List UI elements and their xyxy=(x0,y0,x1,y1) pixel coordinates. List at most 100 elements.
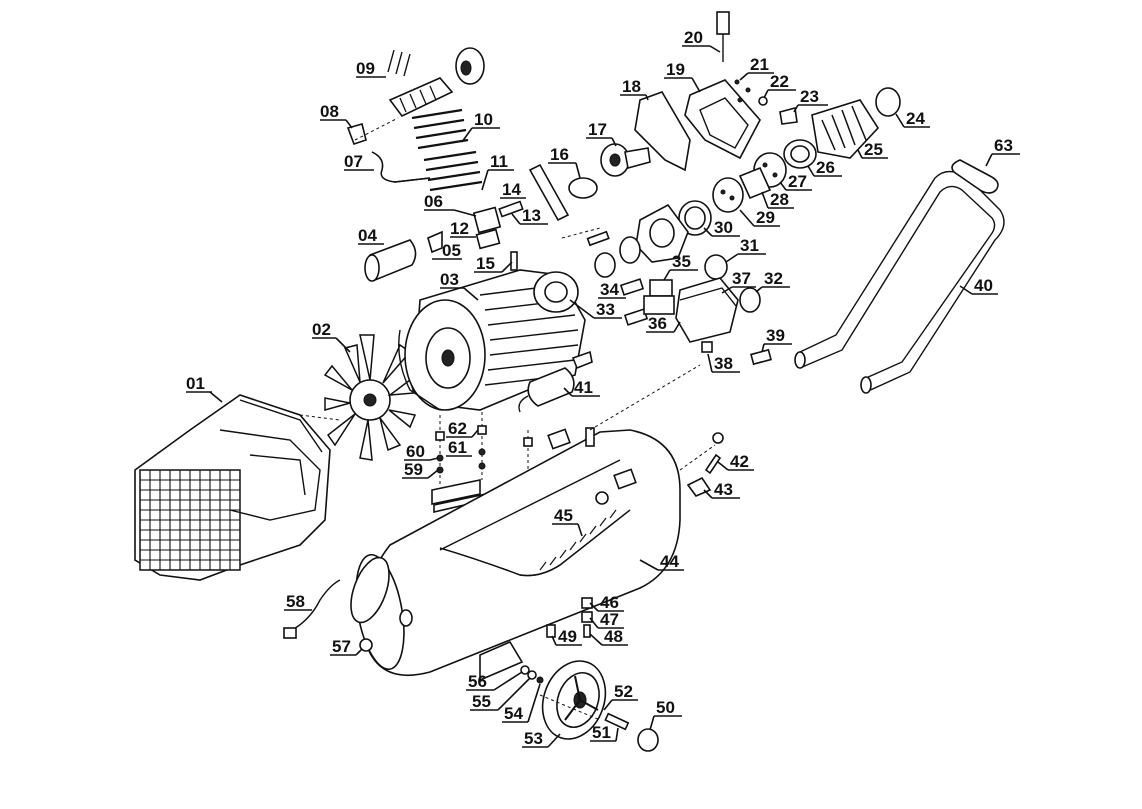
tank-part xyxy=(355,427,681,682)
label-29: 29 xyxy=(756,208,775,227)
label-05: 05 xyxy=(442,241,461,260)
safety-valve-part xyxy=(686,432,724,497)
hose-part xyxy=(439,509,631,577)
label-25: 25 xyxy=(864,140,883,159)
cylinder-gasket-part xyxy=(678,200,712,236)
cylinder-block-part xyxy=(533,203,689,313)
label-27: 27 xyxy=(788,172,807,191)
bracket-part xyxy=(427,230,443,254)
cylinder-head-part xyxy=(387,47,485,118)
label-44: 44 xyxy=(660,552,679,571)
handle-part xyxy=(794,170,1005,394)
label-63: 63 xyxy=(994,136,1013,155)
regulator-part xyxy=(643,279,675,315)
cylinder-part xyxy=(411,108,483,192)
wheel-washer-part xyxy=(520,665,544,684)
head-gasket-part xyxy=(783,139,817,169)
label-43: 43 xyxy=(714,480,733,499)
capacitor-part xyxy=(364,239,417,282)
pressure-switch-part xyxy=(675,277,739,343)
valve-plate-part xyxy=(712,152,787,213)
label-14: 14 xyxy=(502,180,521,199)
label-31: 31 xyxy=(740,236,759,255)
bolt-part xyxy=(716,11,730,62)
label-36: 36 xyxy=(648,314,667,333)
label-26: 26 xyxy=(816,158,835,177)
label-47: 47 xyxy=(600,610,619,629)
label-06: 06 xyxy=(424,192,443,211)
label-24: 24 xyxy=(906,109,925,128)
label-39: 39 xyxy=(766,326,785,345)
label-58: 58 xyxy=(286,592,305,611)
label-60: 60 xyxy=(406,442,425,461)
label-50: 50 xyxy=(656,698,675,717)
label-21: 21 xyxy=(750,55,769,74)
label-42: 42 xyxy=(730,452,749,471)
axle-part xyxy=(604,712,659,752)
screw-part xyxy=(510,251,518,271)
label-41: 41 xyxy=(574,378,593,397)
elbow-fitting-part xyxy=(346,123,367,146)
label-32: 32 xyxy=(764,269,783,288)
label-20: 20 xyxy=(684,28,703,47)
label-53: 53 xyxy=(524,729,543,748)
label-46: 46 xyxy=(600,593,619,612)
handle-grip-part xyxy=(951,159,999,194)
label-52: 52 xyxy=(614,682,633,701)
label-12: 12 xyxy=(450,219,469,238)
rear-wheel-part xyxy=(350,556,390,624)
gasket-part xyxy=(634,91,691,172)
label-54: 54 xyxy=(504,704,523,723)
label-38: 38 xyxy=(714,354,733,373)
connecting-rod-part xyxy=(528,163,598,222)
label-22: 22 xyxy=(770,72,789,91)
connector-part xyxy=(701,341,772,366)
drain-valve-part xyxy=(546,597,593,638)
label-34: 34 xyxy=(600,280,619,299)
label-45: 45 xyxy=(554,506,573,525)
washer-part xyxy=(734,79,768,106)
filter-part xyxy=(704,254,761,313)
label-23: 23 xyxy=(800,87,819,106)
piston-part xyxy=(472,206,502,250)
piston-pin-part xyxy=(498,200,524,218)
part-labels: 01 02 03 04 05 06 07 08 09 10 11 12 xyxy=(186,28,1020,748)
label-51: 51 xyxy=(592,723,611,742)
label-48: 48 xyxy=(604,627,623,646)
label-07: 07 xyxy=(344,152,363,171)
label-13: 13 xyxy=(522,206,541,225)
label-62: 62 xyxy=(448,419,467,438)
label-57: 57 xyxy=(332,637,351,656)
label-16: 16 xyxy=(550,145,569,164)
fan-cover-part xyxy=(134,394,331,581)
label-55: 55 xyxy=(472,692,491,711)
crank-part xyxy=(600,143,651,177)
label-61: 61 xyxy=(448,438,467,457)
pipe-part xyxy=(371,151,431,183)
fan-part xyxy=(323,334,417,461)
fitting-part xyxy=(779,106,798,125)
nipple-part xyxy=(619,278,649,326)
label-04: 04 xyxy=(358,226,377,245)
plug-part xyxy=(283,579,373,652)
label-02: 02 xyxy=(312,320,331,339)
label-08: 08 xyxy=(320,102,339,121)
cylinder-head-right-part xyxy=(811,87,901,159)
label-59: 59 xyxy=(404,460,423,479)
start-capacitor-part xyxy=(518,350,593,413)
label-15: 15 xyxy=(476,254,495,273)
label-11: 11 xyxy=(490,152,508,171)
label-33: 33 xyxy=(596,300,615,319)
label-37: 37 xyxy=(732,269,751,288)
label-30: 30 xyxy=(714,218,733,237)
wheel-part xyxy=(541,660,607,740)
label-19: 19 xyxy=(666,60,685,79)
label-09: 09 xyxy=(356,59,375,78)
label-17: 17 xyxy=(588,120,607,139)
label-49: 49 xyxy=(558,627,577,646)
assembly-guides xyxy=(299,117,716,721)
label-35: 35 xyxy=(672,252,691,271)
label-01: 01 xyxy=(186,374,205,393)
label-56: 56 xyxy=(468,672,487,691)
